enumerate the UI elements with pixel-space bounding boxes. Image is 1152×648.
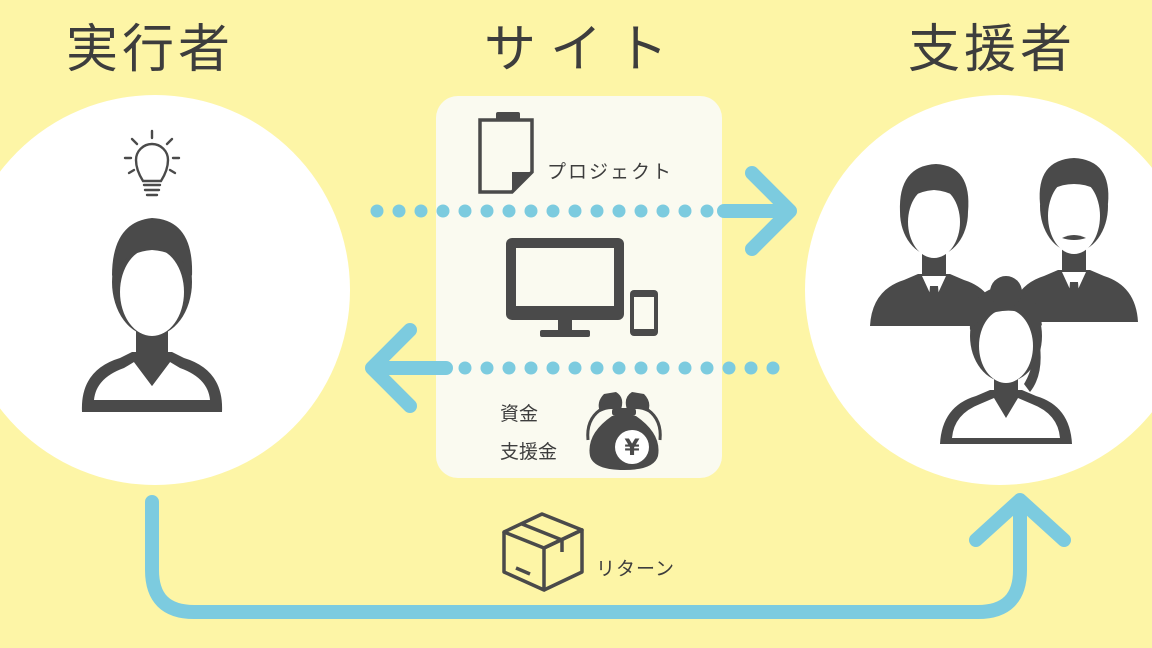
return-arrow [145, 493, 1071, 619]
lightbulb-icon [123, 129, 181, 197]
return-label: リターン [596, 558, 676, 580]
document-icon [478, 112, 534, 194]
supporters-heading: 支援者 [908, 20, 1077, 80]
funds-label: 資金 [500, 403, 539, 425]
supporters-group-icon [870, 158, 1138, 444]
funds-arrow [365, 323, 780, 413]
person-icon [81, 218, 223, 412]
yen-symbol: ¥ [624, 436, 640, 461]
creator-heading: 実行者 [66, 20, 235, 80]
project-arrow [370, 166, 797, 256]
monitor-icon [506, 238, 624, 337]
support-money-label: 支援金 [500, 441, 558, 463]
box-icon [502, 512, 584, 592]
site-heading: サイト [484, 20, 683, 80]
money-bag-icon: ¥ [586, 392, 662, 470]
project-label: プロジェクト [547, 161, 674, 183]
smartphone-icon [630, 290, 658, 336]
